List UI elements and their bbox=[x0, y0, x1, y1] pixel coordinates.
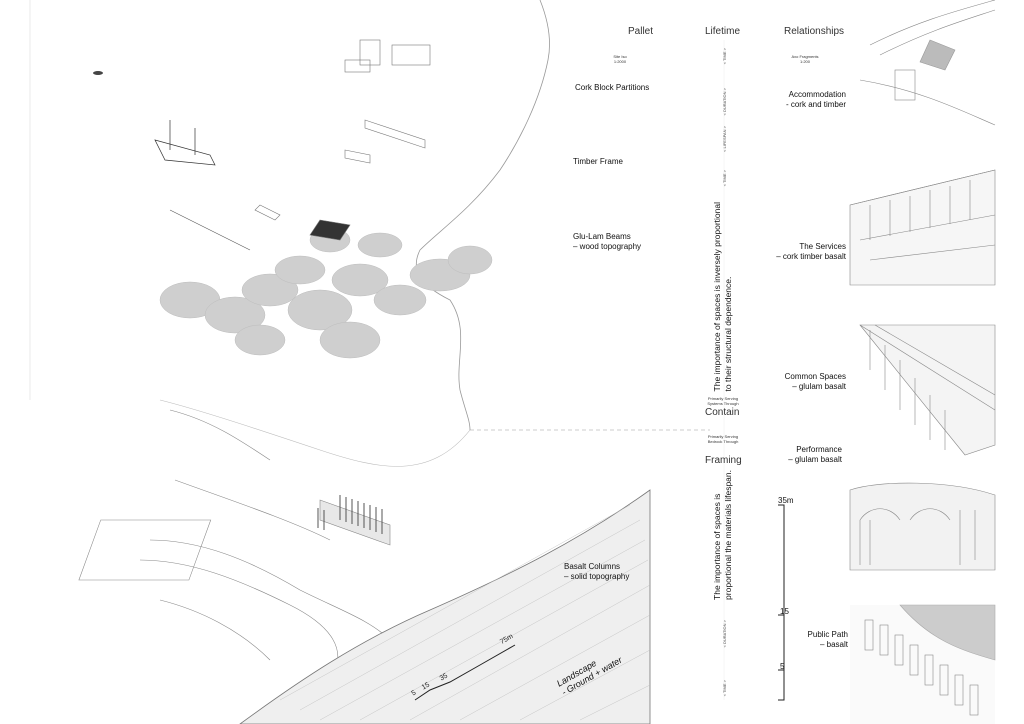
column-rows bbox=[317, 495, 383, 534]
statement-inverse: The importance of spaces is inversely pr… bbox=[712, 202, 733, 392]
header-lifetime: Lifetime bbox=[705, 26, 741, 37]
ship-icon bbox=[154, 120, 216, 166]
relationship-common: Common Spaces – glulam basalt bbox=[784, 372, 846, 391]
map-scale-bar bbox=[414, 644, 516, 701]
framing-note: Primarily Serving Bedrock Through bbox=[707, 434, 739, 444]
pallet-item-basalt: Basalt Columns – solid topography bbox=[564, 562, 630, 581]
ground-landscape bbox=[239, 489, 651, 724]
ground-hatch bbox=[279, 504, 651, 721]
lake-outline-upper bbox=[415, 0, 550, 431]
relationship-performance: Performance – glulam basalt bbox=[788, 445, 842, 464]
axo-fragment-accommodation bbox=[859, 0, 996, 126]
height-scale-top: 35m bbox=[778, 496, 794, 505]
pallet-item-cork: Cork Block Partitions bbox=[575, 83, 650, 92]
tree-cluster bbox=[159, 227, 493, 359]
axo-fragment-performance bbox=[849, 482, 996, 571]
timeline-tick: < TIME > bbox=[722, 680, 727, 697]
relationship-accommodation: Accommodation - cork and timber bbox=[785, 90, 846, 109]
height-scale-mid: 15 bbox=[780, 607, 789, 616]
contain-note: Primarily Serving Systems Through bbox=[707, 396, 739, 406]
site-iso-label: Site Iso 1:2000 bbox=[613, 54, 627, 64]
small-boat-icon bbox=[93, 71, 103, 75]
statement-proportional: The importance of spaces is proportional… bbox=[712, 470, 733, 600]
header-pallet: Pallet bbox=[628, 26, 654, 37]
axo-fragment-public-path bbox=[850, 604, 996, 724]
upper-fragments bbox=[169, 39, 431, 251]
height-scale-low: 5 bbox=[780, 662, 785, 671]
header-relationships: Relationships bbox=[784, 26, 845, 37]
axo-fragment-services bbox=[849, 169, 996, 286]
height-scale-bar bbox=[778, 504, 785, 701]
framing-label: Framing bbox=[705, 455, 742, 466]
timeline-tick: < TIME > bbox=[722, 48, 727, 65]
avo-fragments-label: Axo Fragments 1:200 bbox=[791, 54, 819, 64]
contain-label: Contain bbox=[705, 407, 740, 418]
relationship-public-path: Public Path – basalt bbox=[807, 630, 848, 649]
pallet-item-timber: Timber Frame bbox=[573, 157, 623, 166]
timeline-tick: < TIME > bbox=[722, 170, 727, 187]
timeline-tick: < DURATION > bbox=[722, 620, 727, 648]
lake-outline-lower bbox=[159, 399, 471, 467]
pallet-item-glulam: Glu-Lam Beams – wood topography bbox=[573, 232, 642, 251]
relationship-services: The Services – cork timber basalt bbox=[776, 242, 846, 261]
site-plan bbox=[78, 409, 391, 681]
timeline-tick: < DURATION > bbox=[722, 88, 727, 116]
timeline-tick: < LIFESPAN > bbox=[722, 126, 727, 152]
axo-fragment-common bbox=[859, 324, 996, 456]
